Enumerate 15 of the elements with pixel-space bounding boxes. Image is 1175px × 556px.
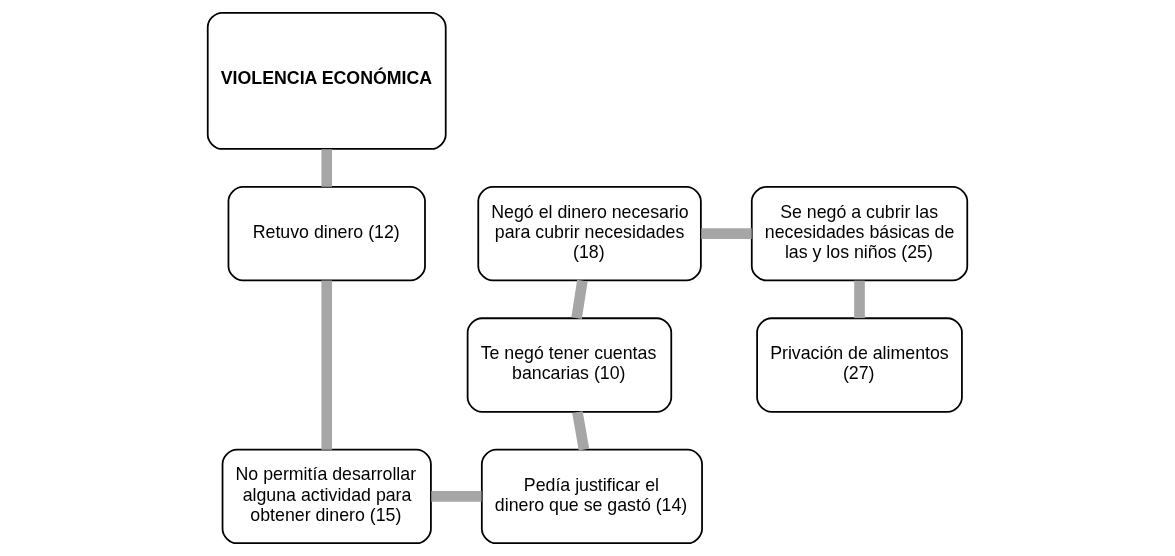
node-box: Retuvo dinero (12) — [227, 185, 426, 282]
node-box: Privación de alimentos (27) — [756, 317, 963, 413]
connector — [571, 279, 588, 319]
connector — [431, 491, 482, 502]
node-box: Te negó tener cuentas bancarias (10) — [466, 317, 673, 413]
node-box: Negó el dinero necesario para cubrir necesidades (18) — [477, 185, 702, 282]
node-box: Se negó a cubrir las necesidades básicas de las y los niños (25) — [750, 185, 969, 282]
connector — [701, 228, 752, 239]
connector — [321, 280, 333, 450]
node-box: No permitía desarrollar alguna actividad para obtener dinero (15) — [221, 448, 432, 545]
connector — [854, 280, 865, 319]
node-box: Pedía justificar el dinero que se gastó (14) — [480, 448, 703, 545]
connector — [572, 411, 590, 451]
node-box: VIOLENCIA ECONÓMICA — [206, 11, 447, 150]
connector — [321, 149, 333, 187]
